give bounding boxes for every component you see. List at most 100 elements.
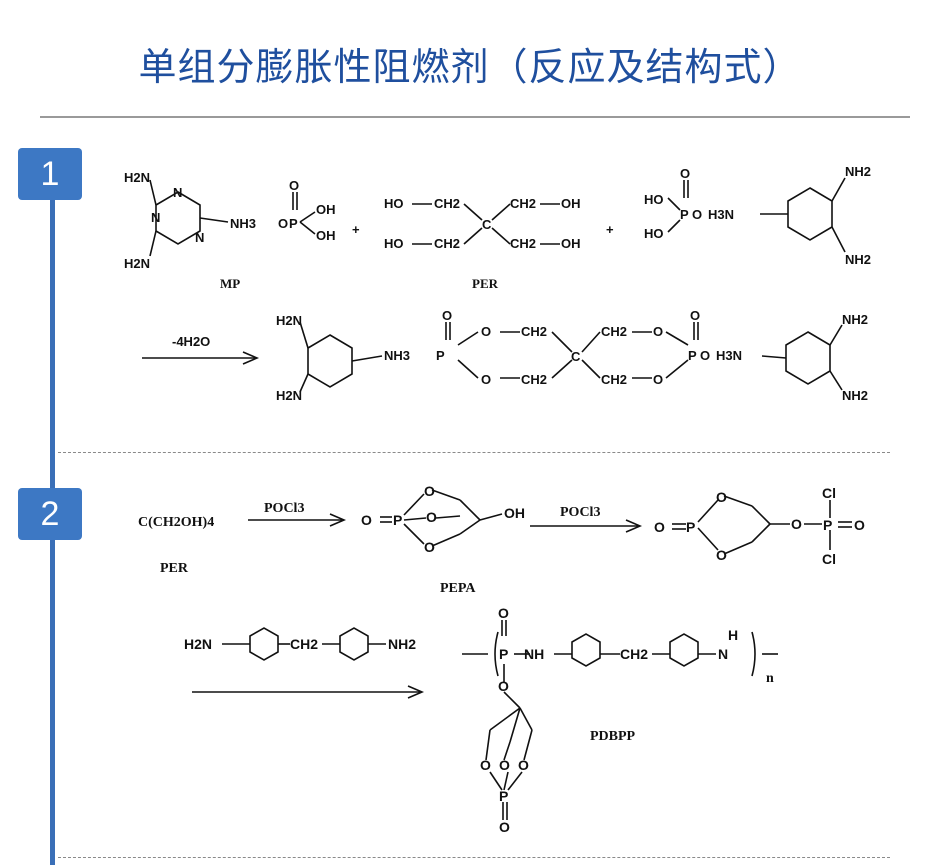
- per-ho2: HO: [384, 236, 404, 251]
- prod-ch2-2: CH2: [521, 372, 547, 387]
- prod-h2n-bottom: H2N: [276, 388, 302, 403]
- per-ch2c: CH2: [510, 196, 536, 211]
- prod2-o3: O: [791, 516, 802, 532]
- prod-p-right: P: [688, 348, 697, 363]
- section-divider-1: [58, 452, 890, 453]
- right-nh2-top: NH2: [845, 164, 871, 179]
- right-ho1: HO: [644, 192, 664, 207]
- prod-h2n-top: H2N: [276, 313, 302, 328]
- reaction-2-diagram: C(CH2OH)4 PER POCl3 O P O O O OH PEPA PO…: [138, 483, 865, 835]
- prod2-o4: O: [854, 517, 865, 533]
- cage-o-bottom: O: [499, 819, 510, 835]
- cage-o3: O: [518, 757, 529, 773]
- pepa-o2: O: [426, 509, 437, 525]
- benzene-ring-2: [339, 627, 369, 661]
- per-ch2a: CH2: [434, 196, 460, 211]
- product-right-triazine: [785, 331, 831, 385]
- mp-n-label: N: [195, 230, 204, 245]
- mp-nh2-top: H2N: [124, 170, 150, 185]
- prod-ch2-3: CH2: [601, 324, 627, 339]
- prod2-p: P: [686, 519, 695, 535]
- right-ho2: HO: [644, 226, 664, 241]
- step-badge-2: 2: [18, 488, 82, 540]
- plus-sign-2: +: [606, 222, 614, 237]
- mp-nh2-bottom: H2N: [124, 256, 150, 271]
- prod-ch2-1: CH2: [521, 324, 547, 339]
- cage-o2: O: [499, 757, 510, 773]
- per-label-2: PER: [160, 561, 189, 576]
- prod-o-top-left: O: [442, 308, 452, 323]
- prod2-o: O: [654, 519, 665, 535]
- title-divider: [40, 116, 910, 118]
- mda-ch2: CH2: [290, 636, 318, 652]
- right-p: P: [680, 207, 689, 222]
- prod2-o1: O: [716, 489, 727, 505]
- poly-h: H: [728, 627, 738, 643]
- prod2-cl2: Cl: [822, 551, 836, 567]
- prod-p-left: P: [436, 348, 445, 363]
- benzene-ring-3: [571, 633, 601, 667]
- prod-o4: O: [653, 372, 663, 387]
- benzene-ring-4: [669, 633, 699, 667]
- product-left-triazine: [307, 334, 353, 388]
- prod2-o2: O: [716, 547, 727, 563]
- prod-c: C: [571, 349, 581, 364]
- pepa-p: P: [393, 512, 402, 528]
- mp-n-label: N: [173, 185, 182, 200]
- prod-o1: O: [481, 324, 491, 339]
- poly-p: P: [499, 646, 508, 662]
- reaction-1-diagram: H2N H2N N N N NH3 O P O OH OH MP + HO HO…: [124, 164, 871, 403]
- mp-label: MP: [220, 276, 240, 291]
- per-ho1: HO: [384, 196, 404, 211]
- prod-nh3: NH3: [384, 348, 410, 363]
- mp-oh1: OH: [316, 202, 336, 217]
- mp-oh2: OH: [316, 228, 336, 243]
- reagent-pocl3-2: POCl3: [560, 505, 600, 520]
- prod-nh2-bottom: NH2: [842, 388, 868, 403]
- pepa-o1: O: [424, 483, 435, 499]
- prod2-p2: P: [823, 517, 832, 533]
- prod2-cl1: Cl: [822, 485, 836, 501]
- cage-p: P: [499, 788, 508, 804]
- right-triazine-ring: [787, 187, 833, 241]
- right-o-top: O: [680, 166, 690, 181]
- prod-ch2-4: CH2: [601, 372, 627, 387]
- per-c: C: [482, 217, 492, 232]
- cage-o1: O: [480, 757, 491, 773]
- reagent-pocl3-1: POCl3: [264, 501, 304, 516]
- prod-o3: O: [653, 324, 663, 339]
- mp-n-label: N: [151, 210, 160, 225]
- mp-p: P: [289, 216, 298, 231]
- poly-n: N: [718, 646, 728, 662]
- poly-ch2: CH2: [620, 646, 648, 662]
- poly-nh: NH: [524, 646, 544, 662]
- pdbpp-label: PDBPP: [590, 729, 636, 744]
- mda-h2n: H2N: [184, 636, 212, 652]
- prod-nh2-top: NH2: [842, 312, 868, 327]
- pepa-oh: OH: [504, 505, 525, 521]
- step-badge-1: 1: [18, 148, 82, 200]
- right-o: O: [692, 207, 702, 222]
- per-formula: C(CH2OH)4: [138, 515, 214, 530]
- per-ch2b: CH2: [434, 236, 460, 251]
- per-ch2d: CH2: [510, 236, 536, 251]
- reagent-water: -4H2O: [172, 334, 210, 349]
- per-label: PER: [472, 276, 499, 291]
- right-h3n: H3N: [708, 207, 734, 222]
- mp-o-top: O: [289, 178, 299, 193]
- page-title: 单组分膨胀性阻燃剂（反应及结构式）: [138, 45, 802, 89]
- per-oh2: OH: [561, 236, 581, 251]
- pepa-o: O: [361, 512, 372, 528]
- pepa-o3: O: [424, 539, 435, 555]
- mda-nh2: NH2: [388, 636, 416, 652]
- section-divider-2: [58, 857, 890, 858]
- prod-o2: O: [481, 372, 491, 387]
- plus-sign-1: +: [352, 222, 360, 237]
- poly-o-link: O: [498, 678, 509, 694]
- pepa-label: PEPA: [440, 581, 476, 596]
- prod-h3n: H3N: [716, 348, 742, 363]
- right-nh2-bottom: NH2: [845, 252, 871, 267]
- poly-o-top: O: [498, 605, 509, 621]
- poly-n-subscript: n: [766, 671, 774, 686]
- per-oh1: OH: [561, 196, 581, 211]
